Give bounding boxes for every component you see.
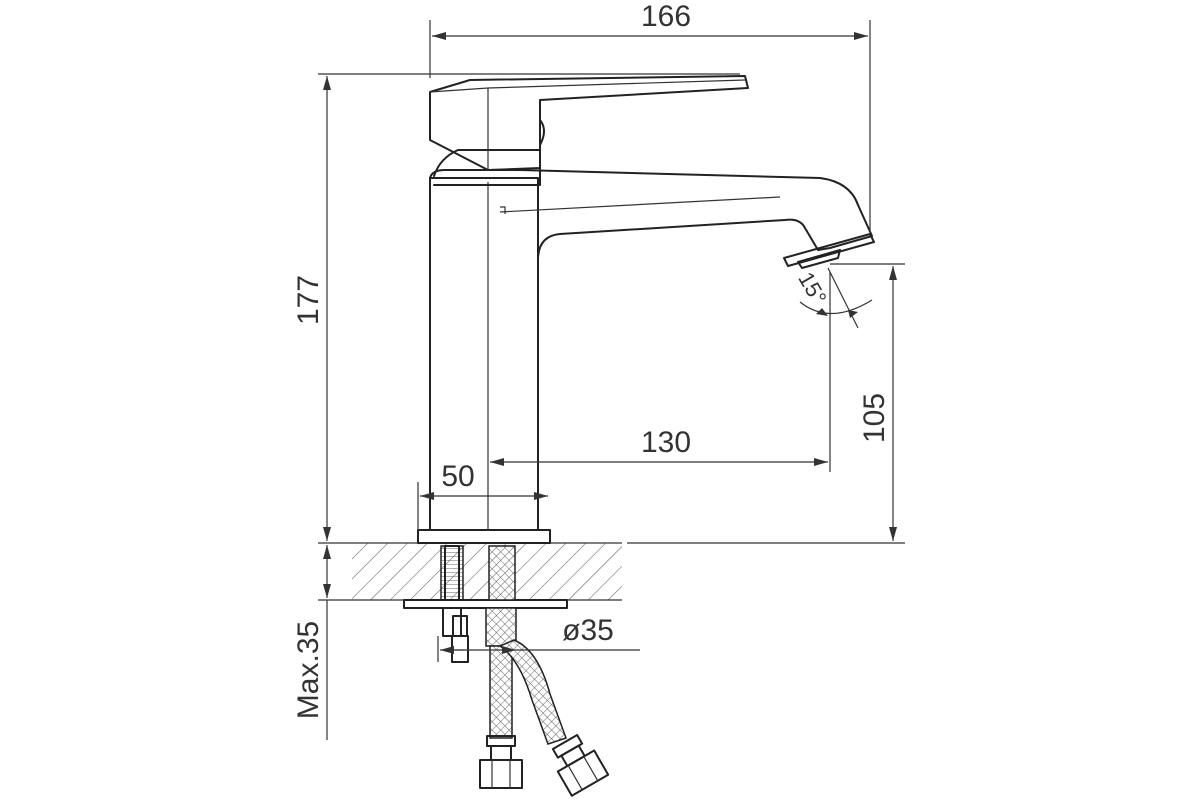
dim-total-height: 177	[292, 73, 740, 541]
base-flange	[417, 529, 551, 544]
dim-spout-reach: 130	[490, 272, 831, 472]
dim-hose-diameter-label: ø35	[562, 614, 614, 647]
supply-hoses	[479, 545, 610, 797]
handle	[429, 75, 749, 171]
dim-body-width: 50	[417, 460, 548, 530]
dim-aerator-angle-label: 15°	[793, 268, 831, 309]
dim-total-height-label: 177	[292, 275, 325, 325]
dim-max-countertop-label: Max.35	[292, 621, 325, 719]
spout	[429, 169, 873, 531]
dim-total-width-label: 166	[641, 0, 691, 33]
faucet-body	[417, 149, 875, 544]
dim-hose-diameter: ø35	[437, 614, 640, 662]
countertop	[352, 542, 622, 601]
dim-max-countertop: Max.35	[292, 542, 352, 740]
aerator	[783, 233, 875, 269]
dim-aerator-angle: 15°	[793, 268, 873, 329]
dim-spout-height: 105	[627, 263, 905, 544]
dim-spout-height-label: 105	[858, 393, 891, 443]
dim-body-width-label: 50	[441, 460, 474, 493]
dim-total-width: 166	[429, 0, 871, 232]
dim-spout-reach-label: 130	[641, 426, 691, 459]
